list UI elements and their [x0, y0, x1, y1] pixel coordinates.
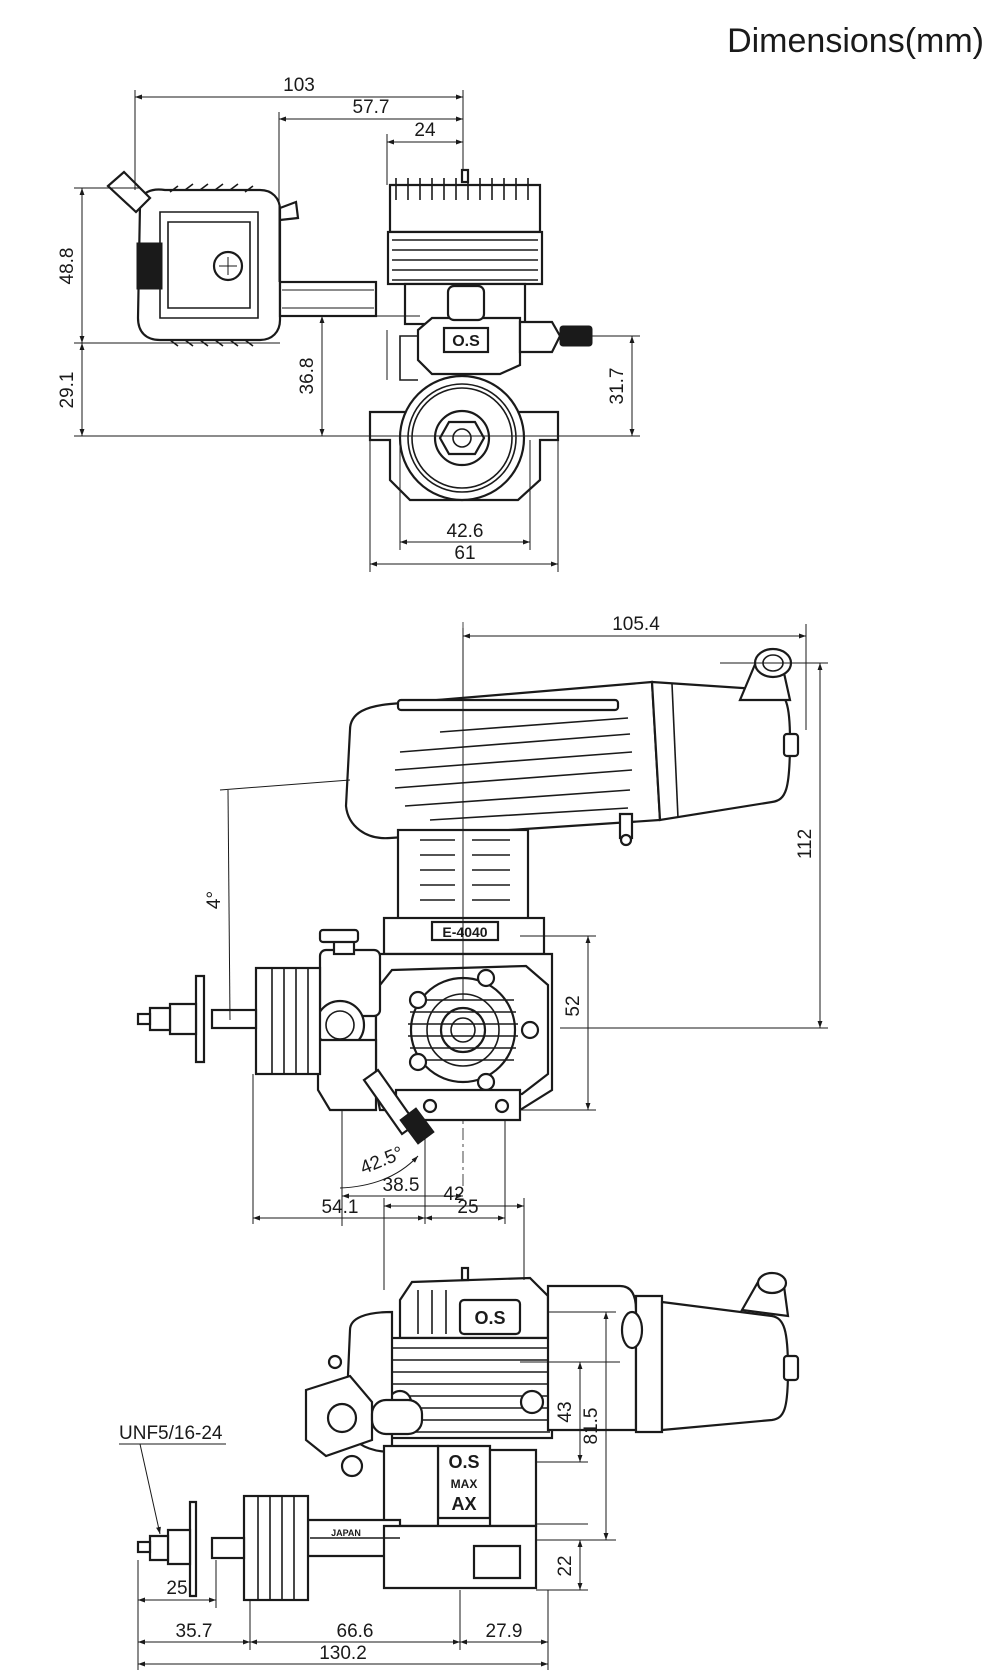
front-logo-text: O.S — [452, 333, 480, 350]
front-crankcase: O.S — [368, 284, 593, 502]
dim-31-7: 31.7 — [607, 368, 628, 405]
dim-57-7: 57.7 — [353, 97, 390, 118]
front-muffler — [106, 170, 378, 347]
dim-35-7: 35.7 — [176, 1621, 213, 1642]
dim-27-9: 27.9 — [486, 1621, 523, 1642]
side-crankcase — [374, 952, 554, 1122]
dim-24: 24 — [414, 120, 436, 141]
page-title: Dimensions(mm) — [727, 22, 984, 60]
side-view: E-4040 — [136, 614, 828, 1226]
top-cylinder-head: O.S — [398, 1266, 550, 1340]
dim-25-top: 25 — [166, 1578, 187, 1599]
dim-4deg: 4° — [204, 891, 225, 909]
side-carburetor — [314, 928, 435, 1145]
side-prop-shaft — [136, 966, 322, 1076]
top-badge-max: MAX — [451, 1477, 478, 1491]
top-prop-shaft — [136, 1494, 310, 1602]
dim-43: 43 — [555, 1401, 576, 1422]
top-logo-text: O.S — [474, 1308, 505, 1328]
dim-61: 61 — [454, 543, 475, 564]
top-badge-logo: O.S — [448, 1452, 479, 1472]
dim-81-5: 81.5 — [581, 1408, 602, 1445]
thread-label: UNF5/16-24 — [119, 1423, 223, 1444]
side-cylinder: E-4040 — [382, 828, 546, 956]
dim-66-6: 66.6 — [337, 1621, 374, 1642]
dim-48-8: 48.8 — [57, 248, 78, 285]
top-carburetor: O.S MAX AX — [304, 1374, 492, 1520]
top-crankcase: JAPAN — [306, 1444, 538, 1590]
dim-105-4: 105.4 — [612, 614, 660, 635]
side-muffler — [344, 647, 800, 847]
front-view: O.S 103 57.7 24 48.8 29.1 — [57, 75, 640, 572]
dim-103: 103 — [283, 75, 315, 96]
side-model-plate: E-4040 — [442, 924, 487, 940]
dim-29-1: 29.1 — [57, 372, 78, 409]
dim-42-6: 42.6 — [447, 521, 484, 542]
dim-36-8: 36.8 — [297, 358, 318, 395]
top-dimensions: 42 UNF5/16-24 43 81.5 22 25 — [119, 1184, 620, 1670]
top-view: O.S O.S — [119, 1184, 800, 1670]
top-badge-ax: AX — [451, 1494, 476, 1514]
dim-130-2: 130.2 — [319, 1643, 367, 1664]
dim-42: 42 — [443, 1184, 464, 1205]
front-dimensions: 103 57.7 24 48.8 29.1 36.8 31.7 42.6 61 — [57, 75, 640, 572]
dim-42-5deg: 42.5° — [357, 1143, 406, 1179]
dim-38-5: 38.5 — [383, 1175, 420, 1196]
top-origin-text: JAPAN — [331, 1528, 361, 1538]
dim-52: 52 — [563, 995, 584, 1016]
dim-22: 22 — [555, 1555, 576, 1576]
dim-112: 112 — [795, 829, 816, 859]
dim-54-1: 54.1 — [322, 1197, 359, 1218]
